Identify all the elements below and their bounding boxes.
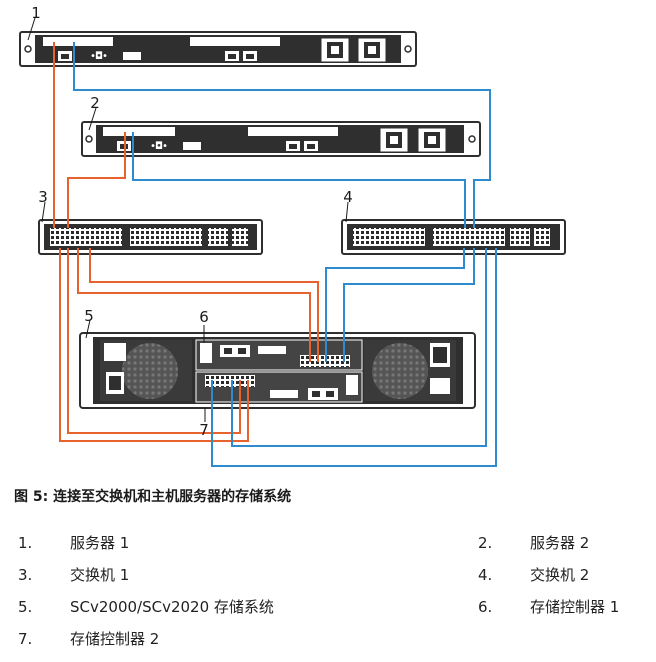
callout-5: 5 bbox=[84, 307, 94, 325]
legend-label: 服务器 1 bbox=[70, 534, 130, 552]
callout-lines bbox=[27, 17, 349, 422]
legend-num: 6. bbox=[478, 598, 493, 616]
callout-3: 3 bbox=[38, 188, 48, 206]
legend-item-4: 4. 交换机 2 bbox=[478, 564, 589, 585]
legend-num: 2. bbox=[478, 534, 493, 552]
legend-label: 交换机 1 bbox=[70, 566, 130, 584]
callout-1: 1 bbox=[31, 4, 41, 22]
legend-item-1: 1. 服务器 1 bbox=[18, 532, 129, 553]
storage-system bbox=[79, 332, 476, 409]
callout-2: 2 bbox=[90, 94, 100, 112]
svg-text:•◘•: •◘• bbox=[150, 141, 168, 152]
switch-1 bbox=[38, 219, 263, 255]
legend-num: 3. bbox=[18, 566, 33, 584]
legend-item-2: 2. 服务器 2 bbox=[478, 532, 589, 553]
callout-6: 6 bbox=[199, 308, 209, 326]
figure-caption: 图 5: 连接至交换机和主机服务器的存储系统 bbox=[14, 489, 292, 505]
legend-num: 1. bbox=[18, 534, 33, 552]
callout-4: 4 bbox=[343, 188, 353, 206]
legend-label: SCv2000/SCv2020 存储系统 bbox=[70, 598, 274, 616]
legend-label: 存储控制器 1 bbox=[530, 598, 620, 616]
blue-cables bbox=[73, 42, 497, 467]
legend-item-5: 5. SCv2000/SCv2020 存储系统 bbox=[18, 596, 274, 617]
connection-diagram: •◘• •◘• bbox=[19, 4, 566, 467]
server-1: •◘• bbox=[19, 31, 417, 67]
legend-label: 服务器 2 bbox=[530, 534, 590, 552]
legend-label: 存储控制器 2 bbox=[70, 630, 160, 648]
legend-item-7: 7. 存储控制器 2 bbox=[18, 628, 159, 649]
switch-2 bbox=[341, 219, 566, 255]
legend-num: 4. bbox=[478, 566, 493, 584]
server-2: •◘• bbox=[81, 121, 481, 157]
callout-7: 7 bbox=[199, 421, 209, 439]
svg-text:•◘•: •◘• bbox=[90, 51, 108, 62]
legend-item-3: 3. 交换机 1 bbox=[18, 564, 129, 585]
orange-cables bbox=[53, 42, 319, 442]
legend-label: 交换机 2 bbox=[530, 566, 590, 584]
legend-num: 5. bbox=[18, 598, 33, 616]
legend-item-6: 6. 存储控制器 1 bbox=[478, 596, 619, 617]
legend-num: 7. bbox=[18, 630, 33, 648]
